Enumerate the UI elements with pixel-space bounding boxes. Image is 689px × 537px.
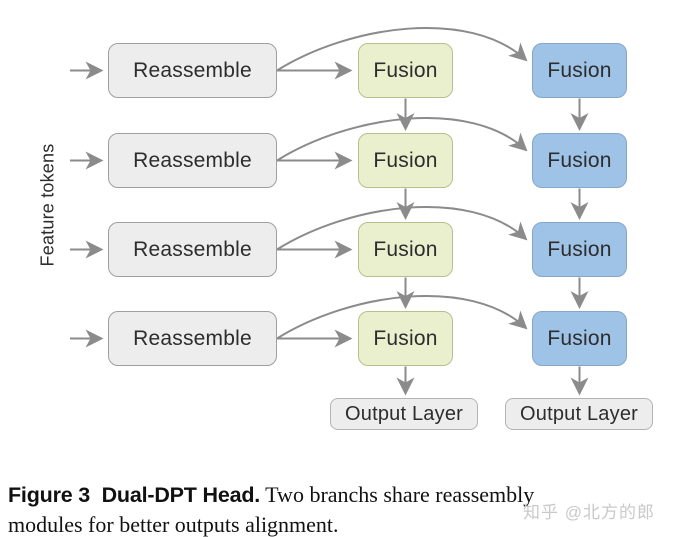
fusion-label: Fusion: [547, 58, 612, 82]
reassemble-label: Reassemble: [133, 326, 252, 350]
reassemble-box-3: Reassemble: [108, 222, 277, 277]
figure-caption: Figure 3 Dual-DPT Head. Two branchs shar…: [8, 480, 682, 537]
fusion-label: Fusion: [547, 148, 612, 172]
reassemble-box-2: Reassemble: [108, 133, 277, 188]
output-layer-box-left: Output Layer: [330, 398, 478, 430]
output-layer-box-right: Output Layer: [505, 398, 653, 430]
fusion-mid-box-2: Fusion: [358, 133, 453, 188]
figure-caption-body-line1: Two branchs share reassembly: [265, 482, 535, 507]
fusion-right-box-2: Fusion: [532, 133, 627, 188]
fusion-label: Fusion: [373, 237, 438, 261]
reassemble-box-1: Reassemble: [108, 43, 277, 98]
fusion-right-box-4: Fusion: [532, 311, 627, 366]
reassemble-label: Reassemble: [133, 148, 252, 172]
fusion-label: Fusion: [547, 326, 612, 350]
fusion-label: Fusion: [373, 148, 438, 172]
fusion-label: Fusion: [373, 58, 438, 82]
fusion-label: Fusion: [373, 326, 438, 350]
input-arrows: [70, 61, 104, 348]
fusion-label: Fusion: [547, 237, 612, 261]
reassemble-to-fusion-arrows: [277, 61, 353, 348]
fusion-mid-box-3: Fusion: [358, 222, 453, 277]
fusion-right-box-1: Fusion: [532, 43, 627, 98]
figure-caption-body-line2: modules for better outputs alignment.: [8, 511, 339, 537]
fusion-right-box-3: Fusion: [532, 222, 627, 277]
feature-tokens-label: Feature tokens: [37, 143, 58, 267]
fusion-mid-box-4: Fusion: [358, 311, 453, 366]
zhihu-watermark: 知乎 @北方的郎: [523, 503, 655, 522]
output-layer-label: Output Layer: [519, 402, 639, 425]
reassemble-box-4: Reassemble: [108, 311, 277, 366]
output-layer-label: Output Layer: [344, 402, 464, 425]
reassemble-label: Reassemble: [133, 237, 252, 261]
fusion-mid-box-1: Fusion: [358, 43, 453, 98]
figure-caption-heading: Figure 3 Dual-DPT Head.: [8, 483, 261, 507]
reassemble-label: Reassemble: [133, 58, 252, 82]
